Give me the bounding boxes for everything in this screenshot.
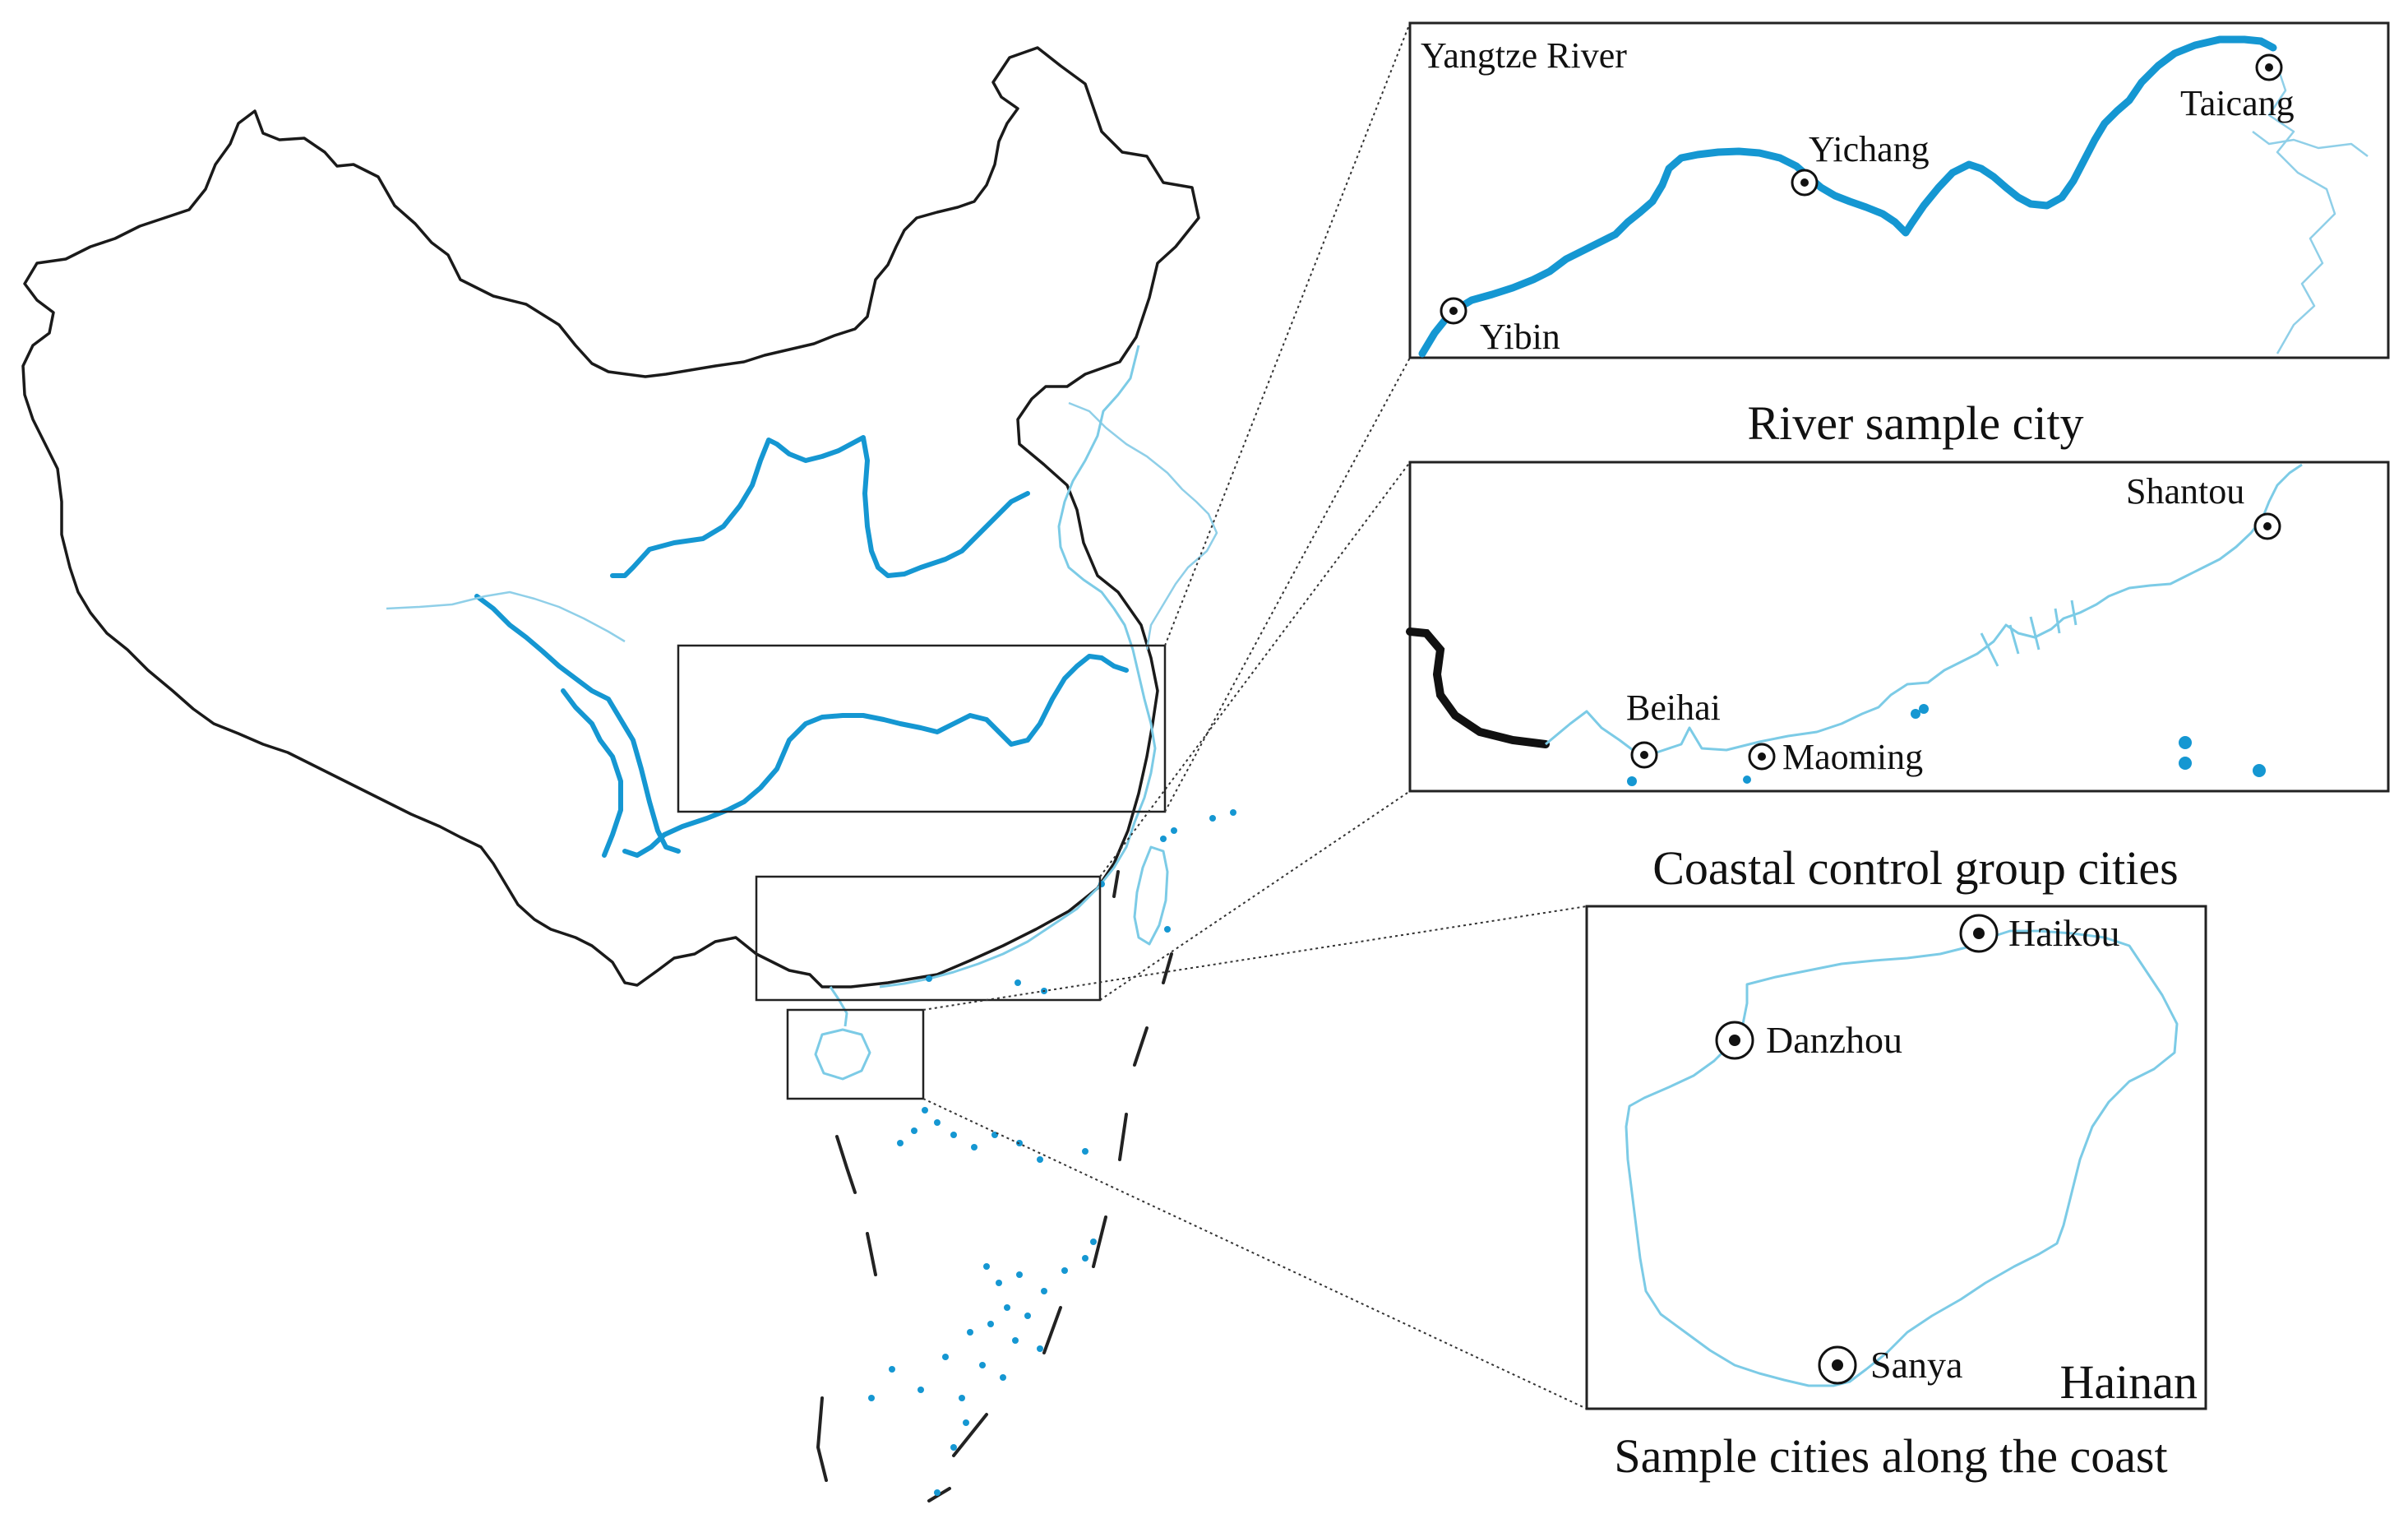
south-coast-panel: Beihai Maoming Shantou — [1406, 461, 2390, 793]
leizhou-peninsula — [829, 986, 848, 1027]
caption-sample-cities-coast: Sample cities along the coast — [1614, 1429, 2167, 1483]
coast-locator-box — [755, 875, 1102, 1002]
hainan-panel-title: Hainan — [2060, 1355, 2198, 1409]
yangtze-panel: Yangtze River Yibin Yichang Taicang — [1408, 21, 2390, 359]
city-marker-yichang — [1791, 169, 1819, 197]
yangtze-river — [622, 654, 1129, 858]
city-marker-maoming — [1748, 743, 1776, 771]
yangtze-locator-box — [677, 644, 1167, 813]
city-marker-haikou — [1959, 914, 1999, 953]
yangtze-panel-title: Yangtze River — [1421, 35, 1627, 76]
china-land-border — [21, 46, 1200, 988]
hainan-panel-frame — [1585, 905, 2207, 1410]
city-label-shantou: Shantou — [2126, 471, 2244, 512]
leader-lines — [922, 22, 1588, 1410]
city-label-maoming: Maoming — [1782, 737, 1923, 777]
city-label-taicang: Taicang — [2180, 83, 2295, 123]
caption-river-sample-city: River sample city — [1747, 396, 2083, 450]
south-coast-panel-frame — [1408, 461, 2390, 793]
yangtze-panel-frame — [1408, 21, 2390, 359]
city-marker-taicang — [2255, 53, 2283, 81]
yangtze-upper — [561, 688, 623, 858]
yellow-river-upper — [474, 594, 681, 854]
hainan-coastline-detail — [1625, 929, 2179, 1387]
city-label-yibin: Yibin — [1480, 317, 1560, 357]
yangtze-river-detail — [1418, 35, 2277, 358]
western-river — [386, 590, 626, 643]
city-label-danzhou: Danzhou — [1766, 1019, 1902, 1061]
taiwan-island — [1133, 845, 1169, 946]
city-label-haikou: Haikou — [2008, 912, 2119, 954]
hainan-locator-box — [786, 1008, 925, 1100]
south-china-sea-islands — [868, 809, 1236, 1496]
south-coastline-detail — [1545, 463, 2303, 754]
city-marker-beihai — [1630, 741, 1658, 769]
northeast-river — [1068, 401, 1218, 651]
city-marker-shantou — [2253, 512, 2281, 540]
land-border-detail — [1406, 627, 1550, 748]
city-marker-yibin — [1440, 297, 1467, 325]
yangtze-coast-detail — [2267, 65, 2336, 354]
city-marker-sanya — [1818, 1345, 1857, 1385]
city-label-yichang: Yichang — [1809, 129, 1930, 169]
south-coast-islands — [1980, 600, 2078, 667]
hainan-panel: Haikou Danzhou Sanya Hainan — [1585, 905, 2207, 1410]
city-marker-danzhou — [1715, 1021, 1754, 1060]
caption-coastal-control: Coastal control group cities — [1652, 841, 2178, 895]
yangtze-coast-detail-2 — [2252, 131, 2369, 157]
south-china-sea-boundary — [816, 870, 1173, 1502]
south-coast-island-dots — [1627, 704, 2266, 786]
east-coastline — [879, 345, 1157, 988]
city-label-beihai: Beihai — [1626, 688, 1721, 728]
yellow-river — [610, 435, 1030, 578]
china-map — [21, 46, 1236, 1502]
hainan-island — [814, 1028, 871, 1081]
city-label-sanya: Sanya — [1870, 1344, 1962, 1386]
